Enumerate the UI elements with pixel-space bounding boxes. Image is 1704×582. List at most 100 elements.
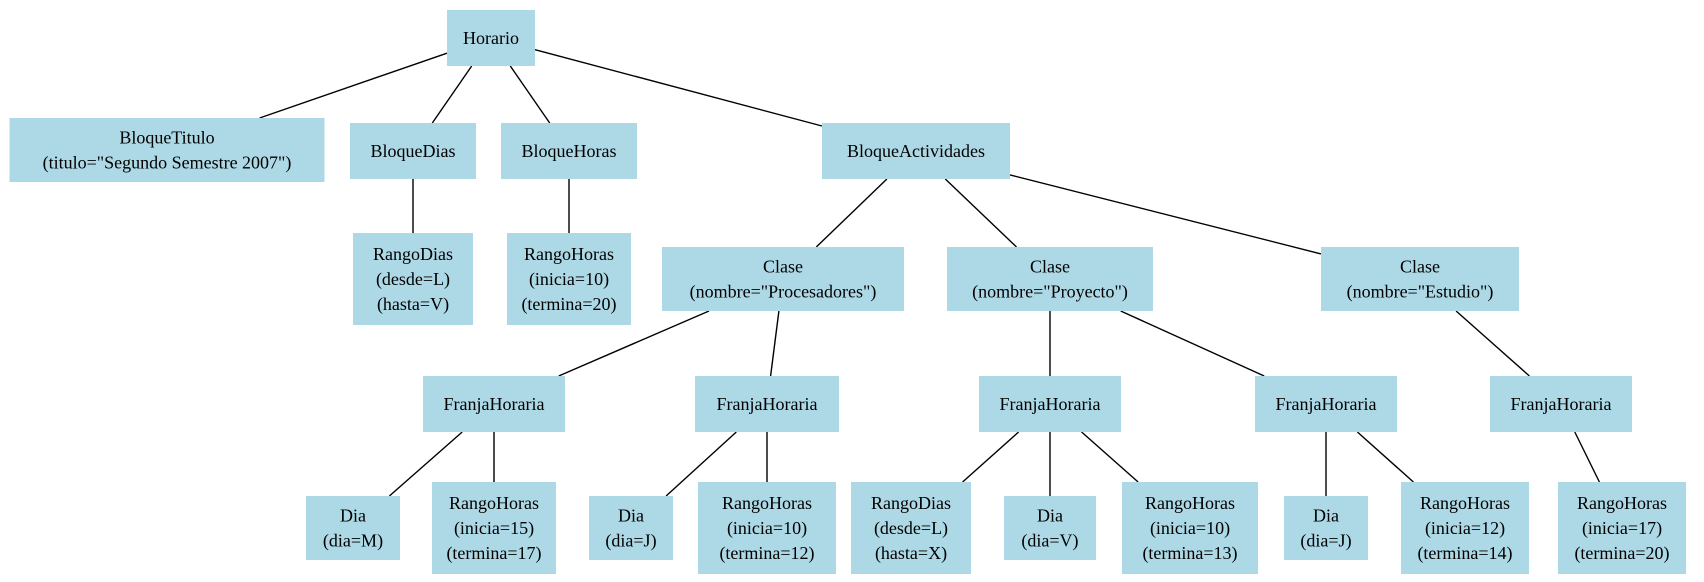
node-attribute: (termina=13)	[1142, 543, 1237, 564]
node-box	[1004, 496, 1096, 560]
edge-clase-procesadores-to-franja-procesadores-1	[558, 310, 710, 377]
node-attribute: (inicia=10)	[1150, 518, 1230, 539]
node-attribute: (termina=12)	[719, 543, 814, 564]
node-label: Clase	[1030, 257, 1070, 277]
node-label: BloqueDias	[371, 141, 456, 161]
node-attribute: (dia=V)	[1021, 531, 1078, 552]
edge-horario-to-bloque-actividades	[534, 49, 823, 127]
edge-horario-to-bloque-dias	[431, 65, 473, 124]
node-attribute: (desde=L)	[874, 518, 948, 539]
node-dia-j-1: Dia(dia=J)	[589, 496, 673, 560]
node-box	[822, 123, 1010, 179]
node-box	[1284, 496, 1368, 560]
edge-franja-proyecto-1-to-rango-horas-10-13	[1081, 431, 1139, 483]
node-rango-horas-10-13: RangoHoras (inicia=10) (termina=13)	[1122, 482, 1258, 574]
node-rango-horas-10-20: RangoHoras(inicia=10)(termina=20)	[507, 233, 631, 325]
edge-franja-proyecto-2-to-rango-horas-12-14	[1356, 431, 1414, 483]
node-box	[1321, 247, 1519, 311]
node-rango-horas-10-12: RangoHoras(inicia=10)(termina=12)	[698, 482, 836, 574]
edge-bloque-actividades-to-clase-procesadores	[815, 178, 888, 248]
node-attribute: (desde=L)	[376, 269, 450, 290]
node-attribute: (inicia=12)	[1425, 518, 1505, 539]
edge-franja-procesadores-1-to-dia-m	[388, 431, 463, 497]
edge-franja-procesadores-2-to-dia-j-1	[665, 431, 737, 497]
edge-franja-proyecto-1-to-rango-dias-l-x	[962, 431, 1020, 483]
node-label: Dia	[1313, 506, 1339, 526]
node-label: FranjaHoraria	[444, 394, 545, 414]
node-dia-j-2: Dia (dia=J)	[1284, 496, 1368, 560]
node-label: FranjaHoraria	[1511, 394, 1612, 414]
node-attribute: (inicia=15)	[454, 518, 534, 539]
node-bloque-actividades: BloqueActividades	[822, 123, 1010, 179]
node-label: RangoHoras	[1145, 493, 1235, 513]
node-box	[432, 482, 556, 574]
node-box	[501, 123, 637, 179]
node-label: RangoHoras	[449, 493, 539, 513]
node-franja-proyecto-2: FranjaHoraria	[1255, 376, 1397, 432]
node-attribute: (inicia=17)	[1582, 518, 1662, 539]
node-label: FranjaHoraria	[1000, 394, 1101, 414]
node-rango-dias-l-v: RangoDias (desde=L) (hasta=V)	[353, 233, 473, 325]
node-label: RangoHoras	[524, 244, 614, 264]
node-rango-horas-15-17: RangoHoras(inicia=15)(termina=17)	[432, 482, 556, 574]
node-box	[1558, 482, 1686, 574]
node-box	[507, 233, 631, 325]
node-box	[447, 10, 535, 66]
edge-horario-to-bloque-horas	[509, 65, 551, 124]
edge-bloque-actividades-to-clase-estudio	[1009, 174, 1322, 255]
node-attribute: (hasta=X)	[875, 543, 947, 564]
node-label: RangoHoras	[1420, 493, 1510, 513]
node-franja-estudio-1: FranjaHoraria	[1490, 376, 1632, 432]
node-clase-estudio: Clase (nombre="Estudio")	[1321, 247, 1519, 311]
node-attribute: (inicia=10)	[727, 518, 807, 539]
node-box	[979, 376, 1121, 432]
node-label: RangoHoras	[1577, 493, 1667, 513]
edge-franja-estudio-1-to-rango-horas-17-20	[1574, 431, 1601, 483]
node-label: Dia	[618, 506, 644, 526]
node-label: BloqueHoras	[522, 141, 617, 161]
node-attribute: (nombre="Proyecto")	[972, 282, 1128, 303]
node-franja-procesadores-1: FranjaHoraria	[423, 376, 565, 432]
node-label: BloqueActividades	[847, 141, 985, 161]
node-label: RangoDias	[871, 493, 951, 513]
node-rango-horas-12-14: RangoHoras (inicia=12) (termina=14)	[1401, 482, 1529, 574]
node-box	[353, 233, 473, 325]
node-attribute: (titulo="Segundo Semestre 2007")	[43, 153, 292, 174]
node-attribute: (hasta=V)	[377, 294, 449, 315]
node-attribute: (termina=20)	[521, 294, 616, 315]
node-box	[306, 496, 400, 560]
node-attribute: (dia=J)	[1300, 531, 1351, 552]
node-rango-horas-17-20: RangoHoras (inicia=17) (termina=20)	[1558, 482, 1686, 574]
node-box	[1401, 482, 1529, 574]
node-box	[698, 482, 836, 574]
node-box	[662, 247, 904, 311]
node-attribute: (nombre="Procesadores")	[690, 282, 877, 303]
node-attribute: (termina=14)	[1417, 543, 1512, 564]
edge-bloque-actividades-to-clase-proyecto	[944, 178, 1017, 248]
node-box	[1255, 376, 1397, 432]
node-attribute: (nombre="Estudio")	[1347, 282, 1494, 303]
node-label: RangoDias	[373, 244, 453, 264]
node-label: Horario	[463, 28, 519, 48]
edges-layer	[259, 49, 1601, 497]
node-label: Dia	[340, 506, 366, 526]
edge-clase-procesadores-to-franja-procesadores-2	[769, 310, 780, 377]
node-box	[1122, 482, 1258, 574]
node-box	[851, 482, 971, 574]
node-box	[947, 247, 1153, 311]
node-rango-dias-l-x: RangoDias (desde=L) (hasta=X)	[851, 482, 971, 574]
node-label: Clase	[763, 257, 803, 277]
node-label: Dia	[1037, 506, 1063, 526]
node-clase-proyecto: Clase (nombre="Proyecto")	[947, 247, 1153, 311]
node-label: BloqueTitulo	[119, 128, 214, 148]
node-label: Clase	[1400, 257, 1440, 277]
node-box	[9, 118, 325, 182]
node-box	[350, 123, 476, 179]
node-attribute: (dia=M)	[323, 531, 383, 552]
node-dia-v: Dia (dia=V)	[1004, 496, 1096, 560]
node-franja-procesadores-2: FranjaHoraria	[695, 376, 839, 432]
node-label: FranjaHoraria	[1276, 394, 1377, 414]
node-attribute: (termina=20)	[1574, 543, 1669, 564]
